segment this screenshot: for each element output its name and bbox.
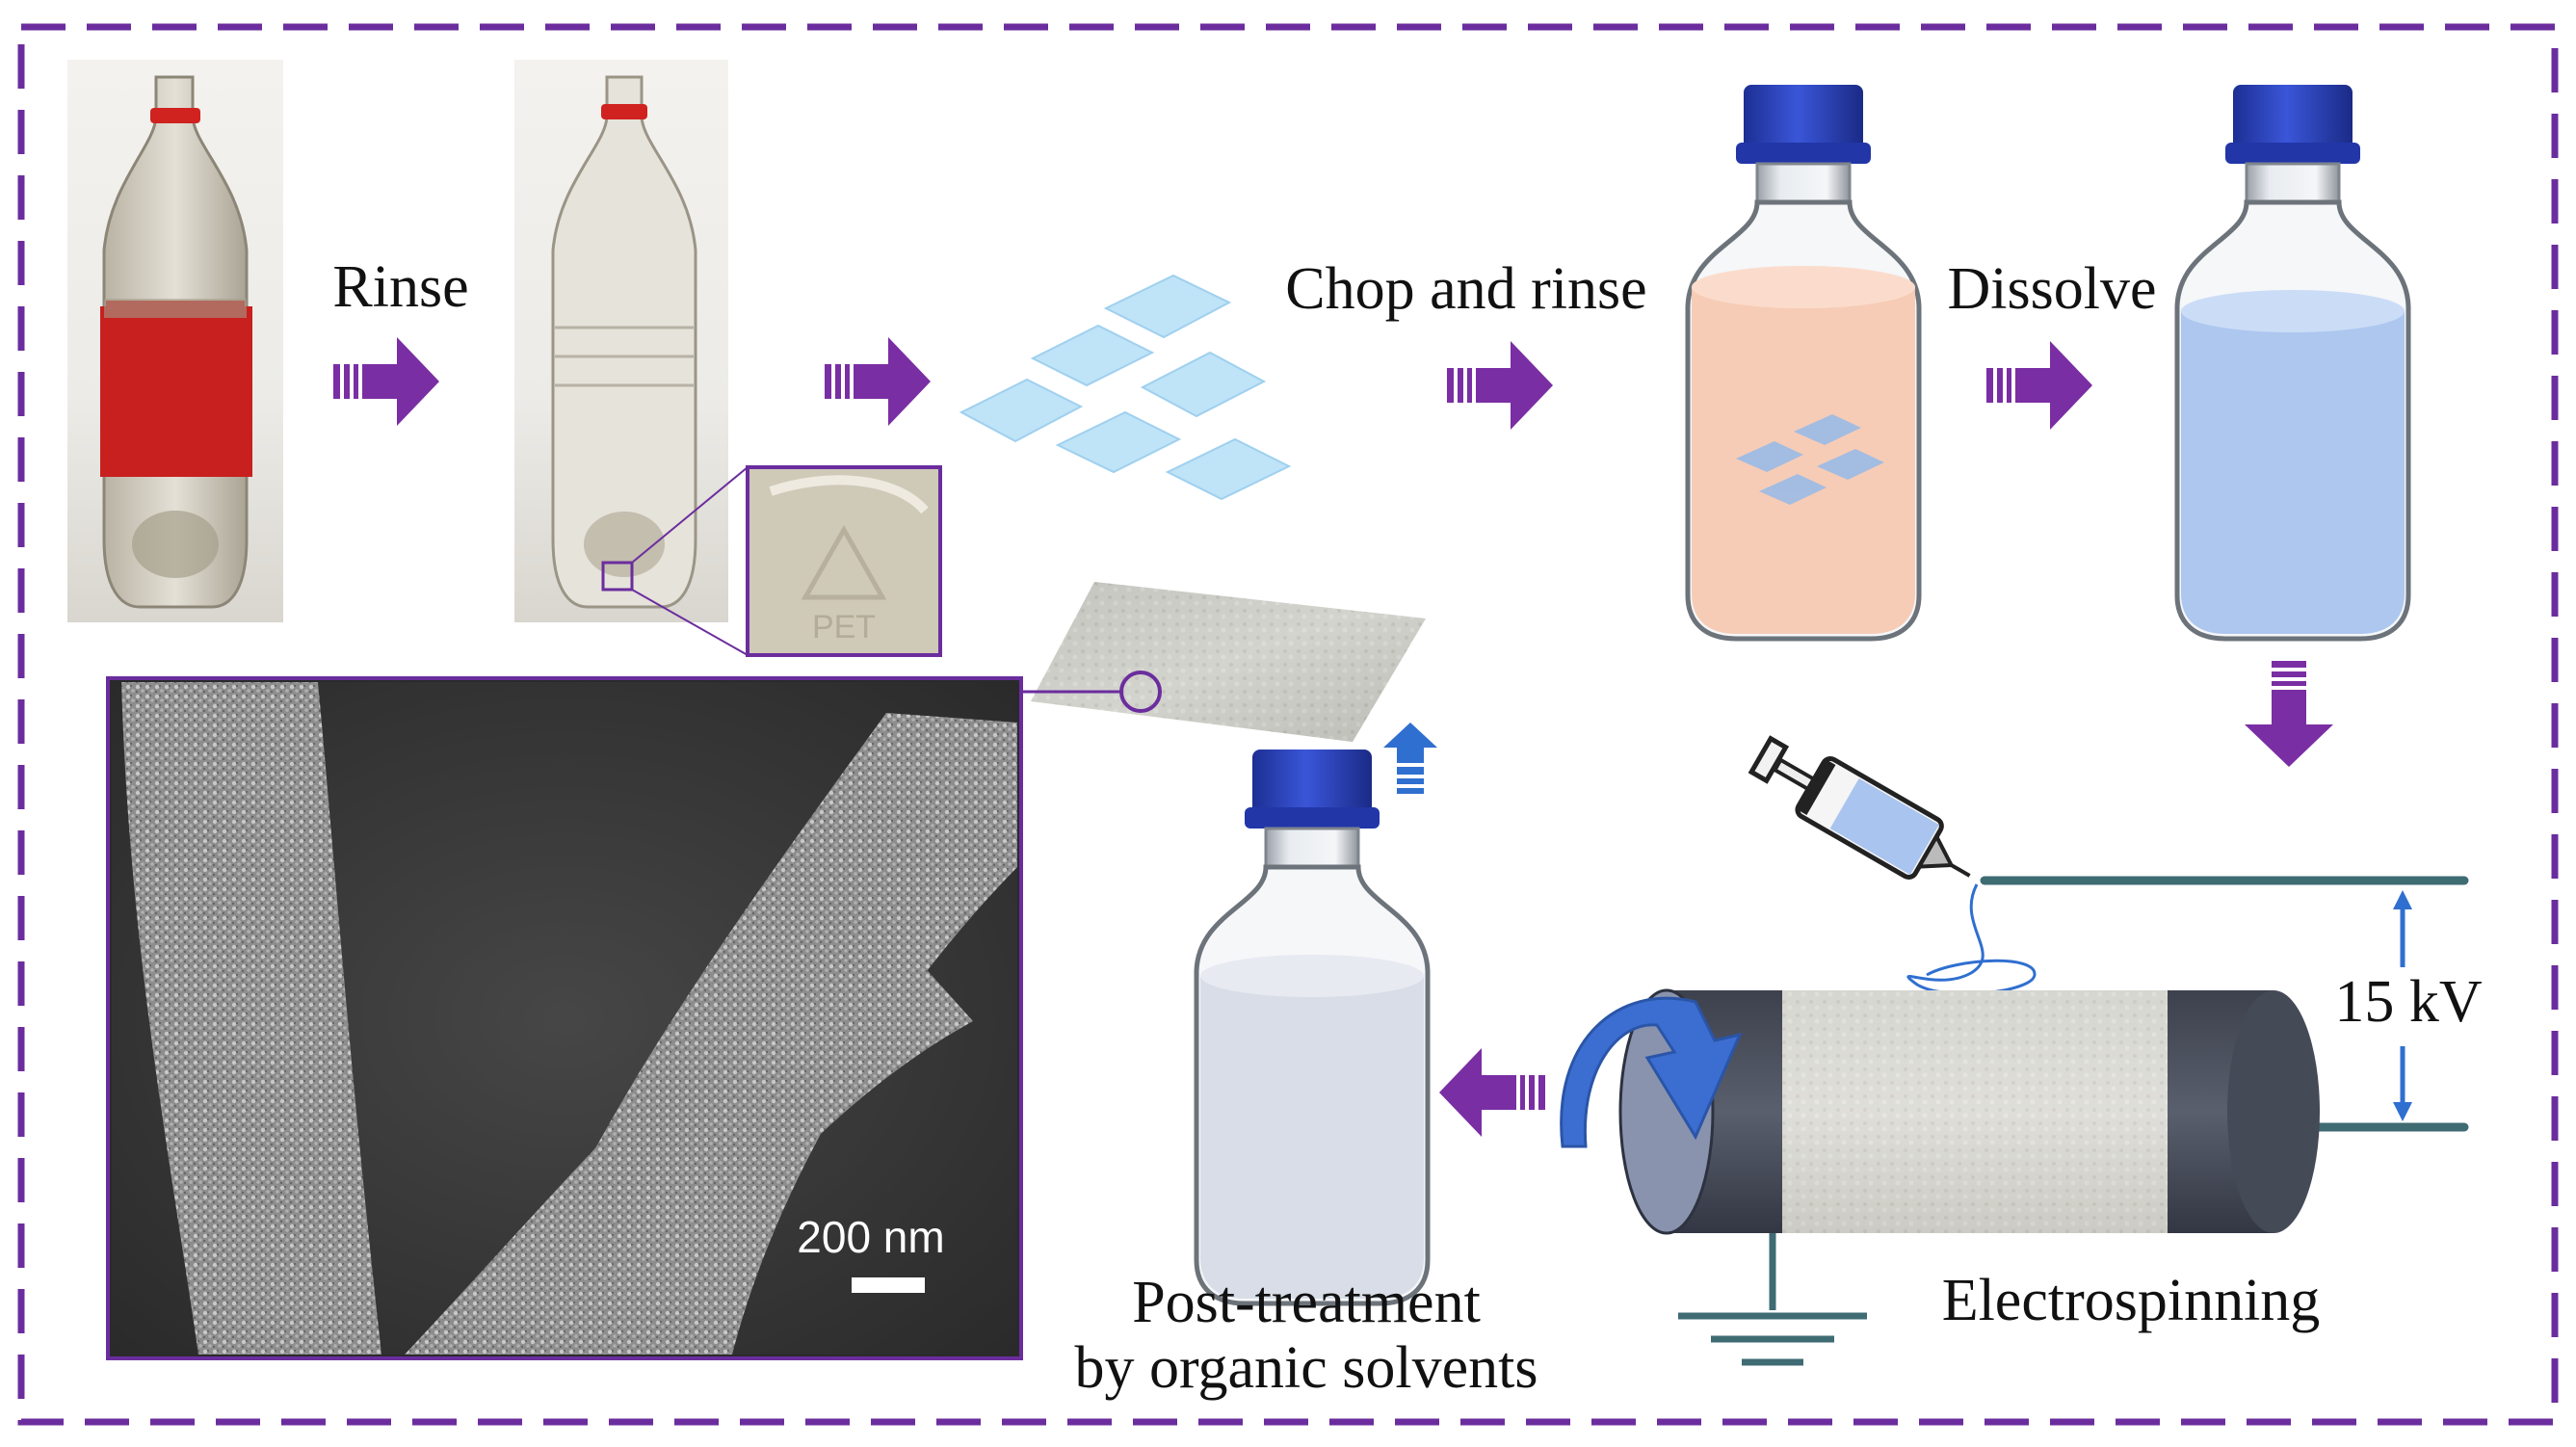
up-arrow-blue [1383,723,1437,794]
bottle-flakes-in-solvent [1688,85,1919,639]
photo-rinsed-bottle [514,60,749,656]
label-electrospinning: Electrospinning [1942,1268,2321,1333]
scale-bar [852,1277,925,1293]
arrow-post-treatment [1439,1048,1545,1137]
rotation-arrow [1560,996,1743,1148]
scale-bar-label: 200 nm [797,1212,944,1262]
label-chop-and-rinse: Chop and rinse [1285,256,1646,322]
pet-flakes [959,274,1292,501]
dashed-frame [17,23,2559,1426]
arrow-rinse [333,337,439,426]
sem-image: 200 nm [106,676,1023,1360]
label-post-treatment-line2: by organic solvents [1074,1335,1538,1401]
electrospinning-setup: 15 kV Electrospinning [1560,735,2483,1366]
fiber-jet [1906,883,2037,995]
fiber-mat-sheet [1021,582,1426,742]
pet-stamp-inset: PET [746,465,942,657]
arrow-to-flakes [825,337,931,426]
arrow-dissolve [1986,341,2092,430]
label-voltage: 15 kV [2334,969,2483,1035]
pet-stamp-text: PET [812,609,876,645]
bottle-post-treatment [1196,750,1428,1303]
arrow-down [2245,661,2333,767]
photo-used-bottle [67,60,283,622]
bottle-pet-solution [2177,85,2408,639]
label-rinse: Rinse [332,254,468,320]
arrow-chop [1447,341,1553,430]
syringe [1748,735,1971,881]
label-dissolve: Dissolve [1948,256,2157,322]
label-post-treatment-line1: Post-treatment [1132,1270,1481,1335]
